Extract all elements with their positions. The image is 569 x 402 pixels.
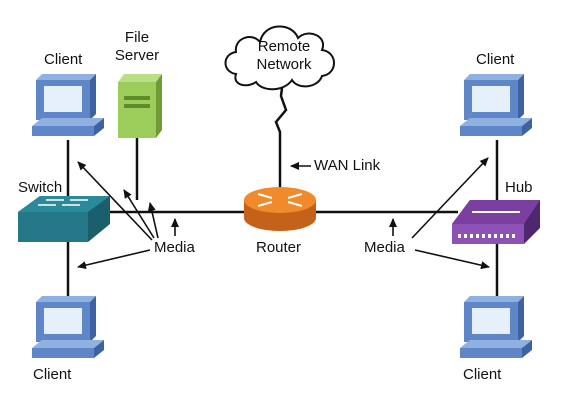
media-arrow (123, 189, 155, 239)
client-pc-icon (460, 74, 532, 136)
media-arrows (77, 157, 490, 270)
client-pc-icon (460, 296, 532, 358)
remote-network-label: Remote Network (244, 38, 324, 74)
client-label-bottom-left: Client (33, 366, 72, 383)
file-server-icon (118, 74, 162, 138)
switch-icon (18, 196, 110, 242)
router-icon (244, 187, 316, 231)
wan-link-label: WAN Link (314, 157, 381, 174)
media-arrow (77, 161, 153, 241)
hub-label: Hub (505, 179, 533, 196)
cloud-icon (224, 25, 335, 91)
media-label-left: Media (154, 239, 195, 256)
remote-network-label-line2: Network (256, 56, 312, 73)
hub-icon (452, 200, 540, 244)
client-label-bottom-right: Client (463, 366, 502, 383)
media-arrow (414, 249, 490, 270)
wan-link-line (274, 87, 288, 192)
client-pc-icon (32, 74, 104, 136)
media-arrow (411, 157, 489, 239)
router-label: Router (256, 239, 302, 256)
remote-network-label-line1: Remote (257, 38, 311, 55)
media-arrow (77, 249, 151, 270)
media-arrow (147, 202, 159, 239)
client-pc-icon (32, 296, 104, 358)
file-server-label: File Server (108, 29, 166, 65)
client-label-top-right: Client (476, 51, 515, 68)
switch-label: Switch (18, 179, 63, 196)
file-server-label-line2: Server (114, 47, 160, 64)
file-server-label-line1: File (124, 29, 150, 46)
client-label-top-left: Client (44, 51, 83, 68)
media-label-right: Media (364, 239, 405, 256)
